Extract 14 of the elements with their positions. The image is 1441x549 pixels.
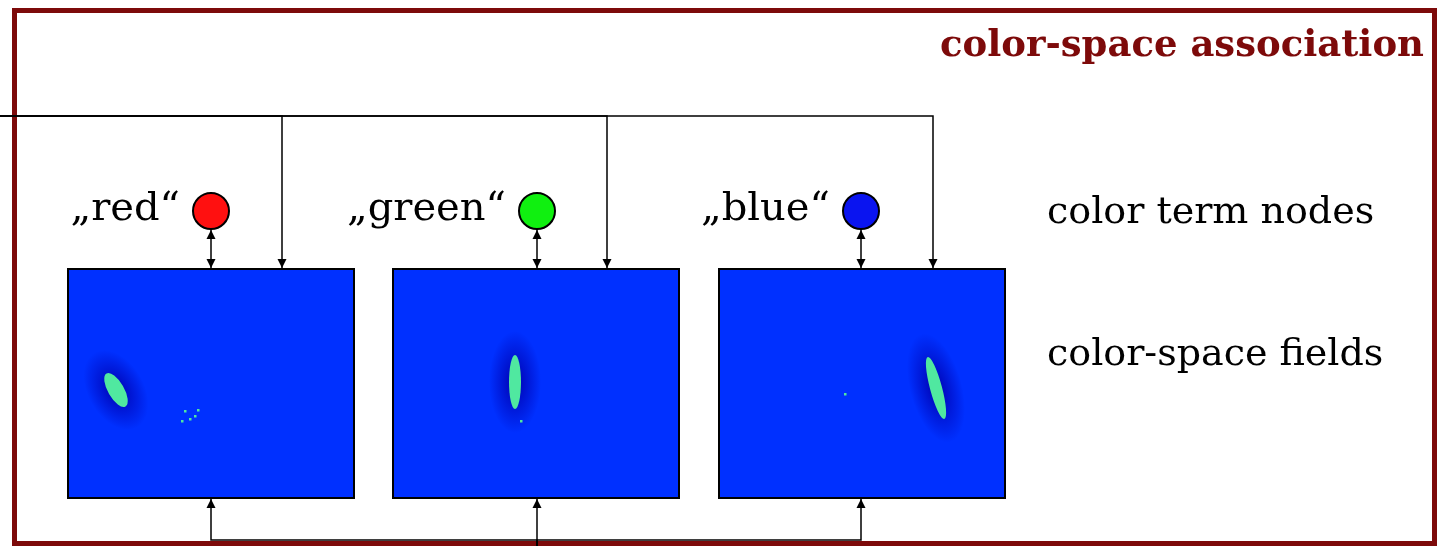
connector-arrow bbox=[206, 229, 216, 269]
association-frame bbox=[12, 8, 1437, 546]
row-label: color term nodes bbox=[1047, 188, 1376, 234]
color-term-label: „red“ bbox=[70, 186, 180, 226]
frame-title: color-space association bbox=[939, 25, 1424, 62]
connector-arrow bbox=[536, 498, 866, 547]
connector-arrow bbox=[532, 229, 542, 269]
color-space-heatmap bbox=[392, 268, 680, 499]
color-term-label: „blue“ bbox=[701, 186, 830, 226]
connector-arrow bbox=[0, 115, 938, 269]
color-space-heatmap bbox=[718, 268, 1006, 499]
row-label: color-space fields bbox=[1047, 330, 1385, 376]
color-space-heatmap bbox=[67, 268, 355, 499]
connector-arrow bbox=[856, 229, 866, 269]
